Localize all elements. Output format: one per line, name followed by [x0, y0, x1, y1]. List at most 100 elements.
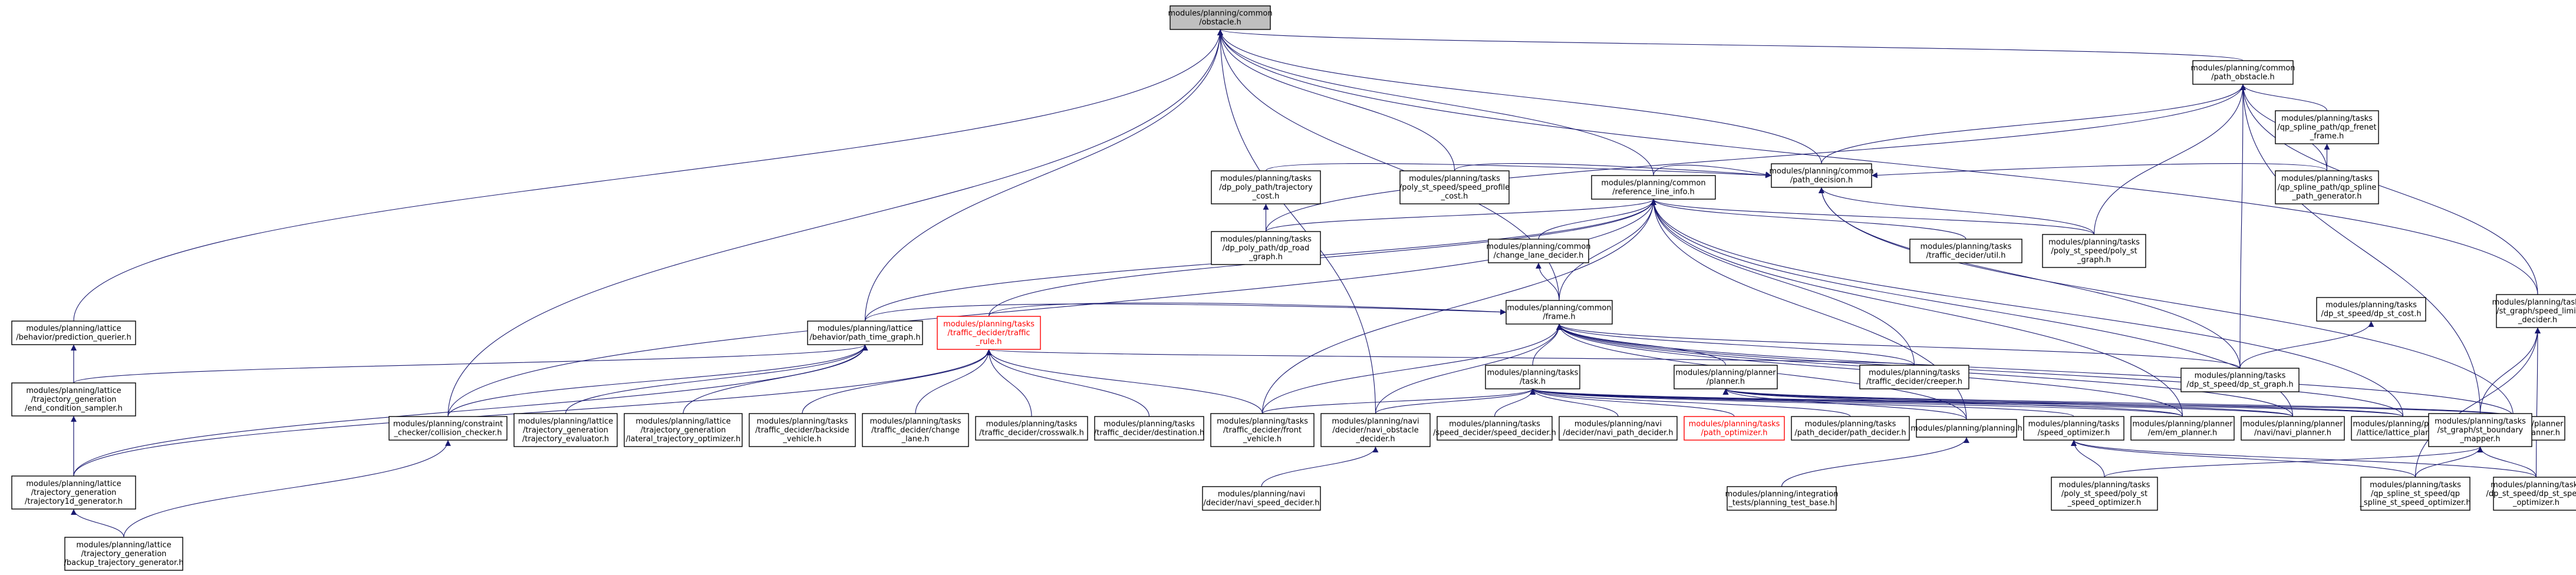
graph-node-label: /dp_st_speed/dp_st_graph.h: [2186, 381, 2293, 389]
graph-node[interactable]: modules/planning/planner/navi/navi_plann…: [2241, 416, 2345, 441]
graph-node-box: [1210, 413, 1315, 447]
graph-node-box: [975, 416, 1088, 441]
graph-node[interactable]: modules/planning/tasks/path_decider/path…: [1791, 416, 1910, 441]
dependency-edge: [1494, 388, 1536, 417]
dependency-edge: [1530, 388, 2074, 417]
graph-node[interactable]: modules/planning/tasks/traffic_decider/c…: [1859, 365, 1969, 389]
graph-node[interactable]: modules/planning/navi/decider/navi_speed…: [1202, 486, 1321, 511]
graph-node-box: [2241, 416, 2345, 441]
dependency-edge: [1819, 187, 2241, 369]
dependency-edge: [2240, 84, 2328, 111]
graph-node[interactable]: modules/planning/tasks/traffic_decider/d…: [1094, 416, 1204, 441]
graph-node[interactable]: modules/planning/lattice/trajectory_gene…: [624, 413, 743, 447]
graph-node[interactable]: modules/planning/common/path_decision.h: [1769, 163, 1874, 188]
graph-node-label: modules/planning/tasks: [1921, 243, 2012, 252]
graph-node[interactable]: modules/planning/lattice/trajectory_gene…: [11, 382, 136, 417]
graph-node-box: [1485, 365, 1580, 389]
graph-node-label: _mapper.h: [2459, 435, 2500, 444]
graph-node-label: modules/planning/tasks: [2028, 420, 2120, 429]
graph-node-label: /behavior/path_time_graph.h: [809, 333, 920, 342]
graph-node[interactable]: modules/planning/planner/em/em_planner.h: [2130, 416, 2235, 441]
dependency-edge: [1375, 388, 1536, 414]
graph-node[interactable]: modules/planning/tasks/speed_optimizer.h: [2023, 416, 2124, 441]
graph-node-label: modules/planning/tasks: [943, 320, 1035, 329]
graph-node[interactable]: modules/planning/lattice/trajectory_gene…: [64, 537, 184, 571]
graph-node[interactable]: modules/planning/common/path_obstacle.h: [2190, 60, 2295, 85]
dependency-edge: [1454, 163, 1772, 179]
graph-node[interactable]: modules/planning/tasks/path_optimizer.h: [1684, 416, 1785, 441]
graph-node-label: /dp_poly_path/dp_road: [1223, 244, 1310, 253]
graph-node-box: [1791, 416, 1910, 441]
graph-node[interactable]: modules/planning/planner/planner.h: [1674, 365, 1778, 389]
graph-node[interactable]: modules/planning/tasks/qp_spline_st_spee…: [2359, 477, 2471, 511]
graph-node-label: modules/planning/tasks: [870, 417, 961, 426]
graph-node-label: /path_optimizer.h: [1701, 429, 1768, 438]
graph-node[interactable]: modules/planning/tasks/traffic_decider/u…: [1909, 239, 2022, 263]
graph-node-label: modules/planning/navi: [1332, 417, 1419, 426]
dependency-edge: [1261, 199, 1656, 414]
graph-node-box: [2130, 416, 2235, 441]
dependency-edge: [1651, 199, 2183, 417]
graph-node-label: /path_decision.h: [1790, 176, 1853, 185]
graph-node-label: modules/planning/lattice: [818, 325, 913, 333]
graph-node-box: [2051, 477, 2158, 511]
graph-node[interactable]: modules/planning/tasks/traffic_decider/b…: [749, 413, 856, 447]
graph-node-label: _speed_optimizer.h: [2067, 498, 2142, 507]
graph-node-label: modules/planning/planning.h: [1910, 424, 2022, 433]
dependency-edge: [1217, 29, 1376, 414]
graph-node[interactable]: modules/planning/tasks/dp_poly_path/traj…: [1211, 170, 1321, 204]
graph-node-label: modules/planning/tasks: [2492, 298, 2576, 307]
graph-node[interactable]: modules/planning/planning.h: [1910, 419, 2022, 438]
graph-node[interactable]: modules/planning/tasks/qp_spline_path/qp…: [2275, 170, 2379, 204]
graph-node[interactable]: modules/planning/tasks/speed_decider/spe…: [1433, 416, 1556, 441]
graph-node[interactable]: modules/planning/lattice/trajectory_gene…: [513, 413, 618, 447]
graph-node[interactable]: modules/planning/tasks/task.h: [1485, 365, 1580, 389]
graph-node-box: [1559, 416, 1678, 441]
graph-node[interactable]: modules/planning/common/reference_line_i…: [1591, 175, 1716, 200]
graph-node[interactable]: modules/planning/tasks/traffic_decider/t…: [937, 316, 1041, 350]
graph-node-box: [1170, 5, 1271, 30]
graph-node-box: [1684, 416, 1785, 441]
graph-node[interactable]: modules/planning/tasks/traffic_decider/c…: [862, 413, 969, 447]
graph-node[interactable]: modules/planning/tasks/st_graph/st_bound…: [2428, 413, 2532, 447]
graph-node-label: /trajectory_generation: [31, 395, 117, 404]
graph-node[interactable]: modules/planning/tasks/traffic_decider/c…: [975, 416, 1088, 441]
graph-node-label: /trajectory_generation: [31, 488, 117, 497]
dependency-edge: [1722, 388, 2294, 417]
graph-node[interactable]: modules/planning/tasks/dp_st_speed/dp_st…: [2486, 477, 2576, 511]
graph-node[interactable]: modules/planning/common/obstacle.h: [1168, 5, 1273, 30]
graph-node-label: /traffic_decider/crosswalk.h: [979, 429, 1084, 438]
graph-node[interactable]: modules/planning/lattice/behavior/path_t…: [807, 320, 923, 345]
graph-node[interactable]: modules/planning/navi/decider/navi_obsta…: [1320, 413, 1431, 447]
dependency-edge: [2093, 84, 2246, 235]
dependency-edge: [864, 29, 1223, 322]
graph-node-box: [388, 416, 508, 441]
graph-node[interactable]: modules/planning/tasks/qp_spline_path/qp…: [2275, 110, 2379, 144]
graph-node[interactable]: modules/planning/tasks/poly_st_speed/pol…: [2051, 477, 2158, 511]
graph-node-box: [11, 320, 136, 345]
graph-node-box: [1859, 365, 1969, 389]
graph-node-box: [2493, 477, 2576, 511]
graph-node[interactable]: modules/planning/common/frame.h: [1506, 300, 1613, 325]
graph-node[interactable]: modules/planning/tasks/st_graph/speed_li…: [2492, 294, 2576, 328]
graph-node[interactable]: modules/planning/lattice/behavior/predic…: [11, 320, 136, 345]
graph-node[interactable]: modules/planning/navi/decider/navi_path_…: [1559, 416, 1678, 441]
graph-node[interactable]: modules/planning/tasks/traffic_decider/f…: [1210, 413, 1315, 447]
graph-node[interactable]: modules/planning/integration_tests/plann…: [1725, 486, 1839, 511]
graph-node[interactable]: modules/planning/tasks/poly_st_speed/spe…: [1399, 170, 1510, 204]
dependency-edge: [1819, 187, 2514, 417]
graph-node[interactable]: modules/planning/tasks/dp_st_speed/dp_st…: [2180, 368, 2300, 392]
graph-node-label: /poly_st_speed/poly_st: [2051, 247, 2137, 256]
graph-node[interactable]: modules/planning/tasks/dp_st_speed/dp_st…: [2316, 297, 2426, 322]
graph-node[interactable]: modules/planning/lattice/trajectory_gene…: [11, 475, 136, 510]
graph-node-label: /decider/navi_path_decider.h: [1563, 429, 1673, 438]
graph-node[interactable]: modules/planning/constraint_checker/coll…: [388, 416, 508, 441]
graph-node[interactable]: modules/planning/common/change_lane_deci…: [1486, 239, 1591, 263]
graph-node-label: _cost.h: [1252, 192, 1280, 201]
graph-node-box: [11, 382, 136, 417]
dependency-edge: [1559, 199, 1656, 301]
graph-node-label: /path_decider/path_decider.h: [1794, 429, 1906, 438]
graph-node[interactable]: modules/planning/tasks/poly_st_speed/pol…: [2042, 234, 2146, 268]
dependency-edge: [2071, 439, 2537, 478]
graph-node[interactable]: modules/planning/tasks/dp_poly_path/dp_r…: [1211, 231, 1321, 265]
